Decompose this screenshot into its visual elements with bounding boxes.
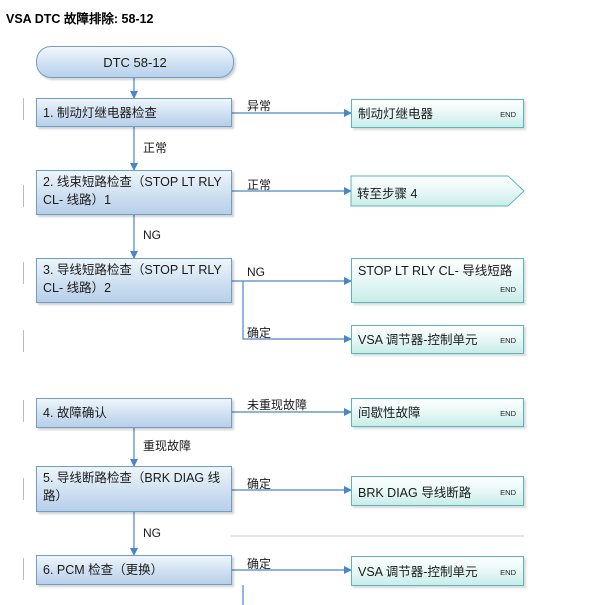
result-vsa-unit-a-label: VSA 调节器-控制单元 [358,333,478,347]
result-brk-diag-open: BRK DIAG 导线断路 END [351,476,524,506]
result-vsa-unit-a: VSA 调节器-控制单元 END [351,325,524,354]
result-brk-diag-open-label: BRK DIAG 导线断路 [358,486,472,500]
end-marker: END [500,285,516,294]
step-2-box: 2. 线束短路检查（STOP LT RLY CL- 线路）1 [36,170,232,215]
step-4-label: 4. 故障确认 [43,406,107,420]
margin-bar [23,185,24,207]
step-2-label: 2. 线束短路检查（STOP LT RLY CL- 线路）1 [43,175,222,207]
result-brake-relay: 制动灯继电器 END [351,99,524,128]
label-step2-normal: 正常 [247,178,272,192]
step-5-label: 5. 导线断路检查（BRK DIAG 线路） [43,471,221,503]
step-4-box: 4. 故障确认 [36,398,232,428]
label-step2-ng: NG [143,228,161,242]
step-3-label: 3. 导线短路检查（STOP LT RLY CL- 线路）2 [43,263,222,295]
result-intermittent-label: 间歇性故障 [358,406,421,420]
result-vsa-unit-b: VSA 调节器-控制单元 END [351,556,524,586]
margin-bar [23,400,24,422]
step-6-label: 6. PCM 检查（更换） [43,563,164,577]
label-step5-ng: NG [143,526,161,540]
step-1-box: 1. 制动灯继电器检查 [36,98,232,127]
label-step5-ok: 确定 [247,477,272,491]
result-wire-short-label: STOP LT RLY CL- 导线短路 [358,264,513,278]
step-3-box: 3. 导线短路检查（STOP LT RLY CL- 线路）2 [36,258,232,303]
label-step3-ok: 确定 [247,326,272,340]
end-marker: END [500,409,516,418]
start-node: DTC 58-12 [36,46,234,78]
result-wire-short: STOP LT RLY CL- 导线短路 END [351,258,524,303]
label-step4-reproduced: 重现故障 [143,439,192,453]
start-node-label: DTC 58-12 [103,54,167,70]
result-goto-step4-label: 转至步骤 4 [357,187,418,201]
margin-bar [23,478,24,500]
result-brake-relay-label: 制动灯继电器 [358,107,434,121]
goto-step4-arrow-shape [350,175,525,207]
step-6-box: 6. PCM 检查（更换） [36,555,232,585]
end-marker: END [500,336,516,345]
result-intermittent: 间歇性故障 END [351,398,524,427]
end-marker: END [500,568,516,577]
margin-bar [23,558,24,580]
margin-bar [23,98,24,120]
end-marker: END [500,488,516,497]
result-vsa-unit-b-label: VSA 调节器-控制单元 [358,565,478,579]
page-title: VSA DTC 故障排除: 58-12 [6,12,154,26]
label-step6-ok: 确定 [247,557,272,571]
connector-step3-branch [242,281,352,343]
margin-bar [23,262,24,284]
margin-bar [23,330,24,352]
step-1-label: 1. 制动灯继电器检查 [43,106,157,120]
step-5-box: 5. 导线断路检查（BRK DIAG 线路） [36,466,232,512]
end-marker: END [500,110,516,119]
label-step1-abnormal: 异常 [247,99,272,113]
label-step1-normal: 正常 [143,141,168,155]
label-step4-not-reproduced: 未重现故障 [247,398,308,412]
label-step3-ng: NG [247,265,265,279]
